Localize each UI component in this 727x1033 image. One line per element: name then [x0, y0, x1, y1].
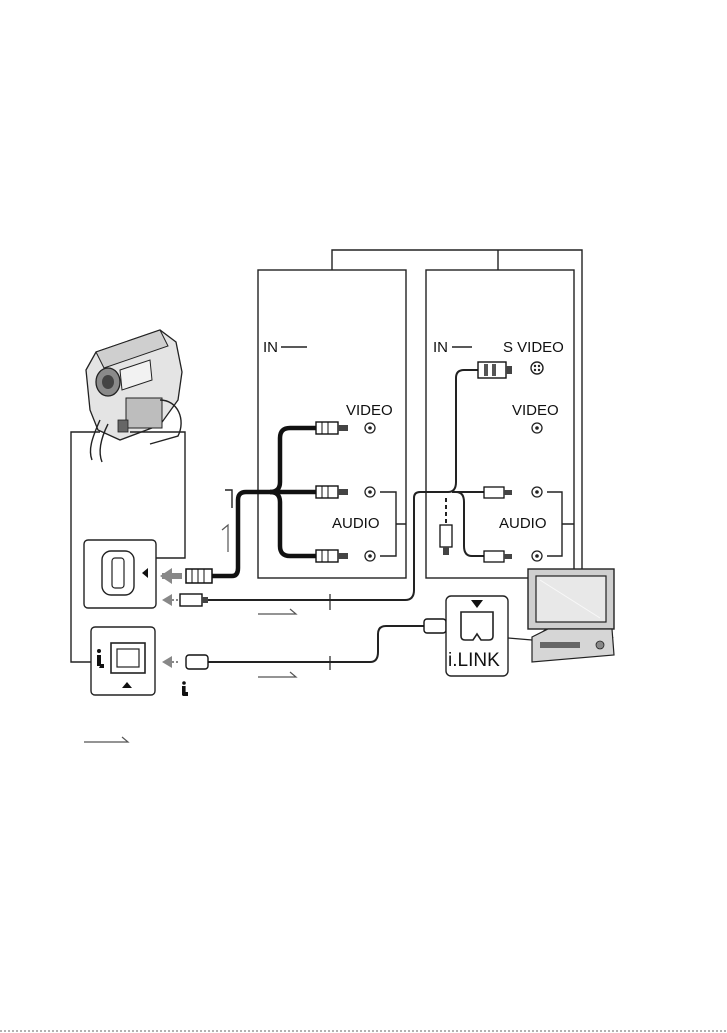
right-audio-label: AUDIO — [499, 515, 547, 532]
left-audio-jack-r — [365, 551, 375, 561]
av-terminal-closeup — [84, 540, 156, 608]
right-in-label: IN — [433, 339, 448, 356]
right-video-jack — [532, 423, 542, 433]
insert-arrow-dv — [162, 656, 178, 668]
ilink-connector-box: i.LINK — [446, 596, 508, 676]
right-audio-jack-l — [532, 487, 542, 497]
signal-flow-arrow-svideo — [258, 609, 296, 614]
left-in-label: IN — [263, 339, 278, 356]
right-audio-jack-r — [532, 551, 542, 561]
left-audio-label: AUDIO — [332, 515, 380, 532]
ilink-cable — [186, 619, 446, 670]
right-video-label: VIDEO — [512, 402, 559, 419]
insert-arrow-svideo — [162, 594, 178, 606]
left-video-label: VIDEO — [346, 402, 393, 419]
right-s-video-jack — [531, 362, 543, 374]
left-video-jack — [365, 423, 375, 433]
tv-vcr-icon — [508, 569, 614, 662]
ilink-label: i.LINK — [448, 650, 500, 671]
ilink-symbol-small-icon — [182, 681, 188, 696]
signal-flow-arrow-dv — [258, 672, 296, 677]
signal-flow-arrow-up — [222, 525, 228, 552]
legend-flow-arrow — [84, 737, 128, 742]
insert-arrow-av — [160, 568, 182, 584]
right-s-video-label: S VIDEO — [503, 339, 564, 356]
dv-terminal-closeup — [91, 627, 155, 695]
left-audio-jack-l — [365, 487, 375, 497]
camcorder-icon — [86, 330, 182, 462]
